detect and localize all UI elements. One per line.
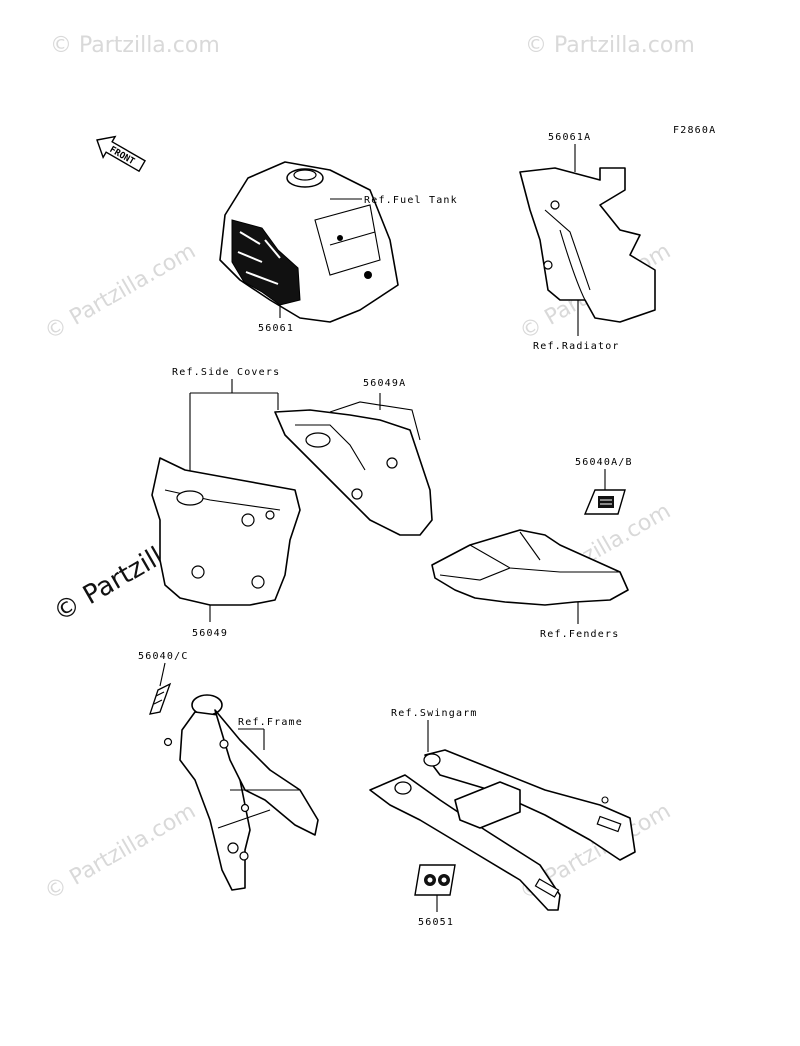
decal-56040c-drawing (149, 682, 172, 715)
label-ref-frame: Ref.Frame (238, 717, 303, 728)
label-56049a: 56049A (363, 378, 406, 389)
label-56040c: 56040/C (138, 651, 189, 662)
watermark-text: © Partzilla.com (41, 799, 201, 906)
frame-drawing (163, 694, 319, 891)
label-ref-fuel-tank: Ref.Fuel Tank (364, 195, 458, 206)
radiator-shroud-drawing (519, 167, 656, 323)
label-56040ab: 56040A/B (575, 457, 633, 468)
swingarm-drawing (369, 749, 636, 911)
watermark-text: © Partzilla.com (50, 33, 220, 58)
front-arrow-icon: FRONT (96, 135, 146, 173)
label-ref-radiator: Ref.Radiator (533, 341, 620, 352)
diagram-code: F2860A (673, 125, 716, 136)
label-56061: 56061 (258, 323, 294, 334)
side-cover-56049a-drawing (274, 401, 433, 536)
label-ref-fenders: Ref.Fenders (540, 629, 619, 640)
watermark-text: © Partzilla.com (525, 33, 695, 58)
rear-fender-drawing (431, 529, 629, 606)
label-56051: 56051 (418, 917, 454, 928)
label-ref-side-covers: Ref.Side Covers (172, 367, 280, 378)
side-cover-56049-drawing (151, 457, 301, 606)
label-56061a: 56061A (548, 132, 591, 143)
decal-56051-drawing (414, 864, 456, 896)
label-ref-swingarm: Ref.Swingarm (391, 708, 478, 719)
label-56049: 56049 (192, 628, 228, 639)
watermark-text: © Partzilla.com (41, 239, 201, 346)
fuel-tank-drawing (219, 161, 399, 323)
decal-56040ab-drawing (583, 489, 626, 515)
